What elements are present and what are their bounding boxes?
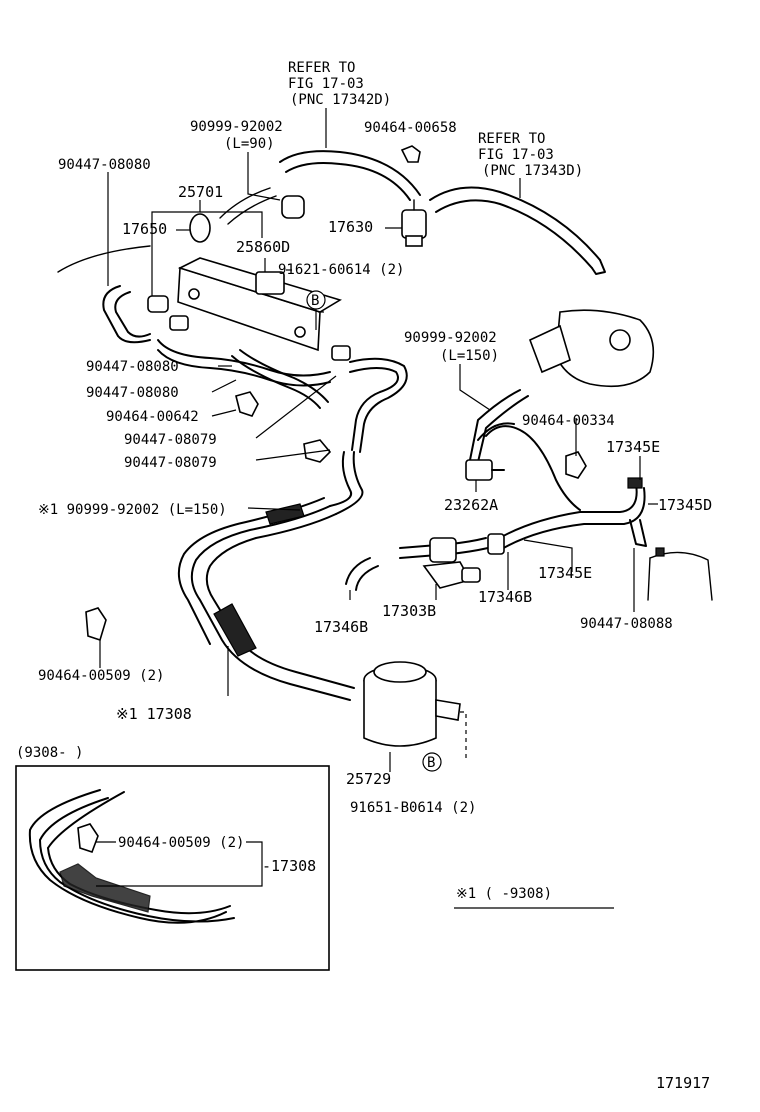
label-90447-08079-a: 90447-08079 (124, 432, 217, 448)
label-90464-00642: 90464-00642 (106, 409, 199, 425)
canister-25729 (363, 661, 467, 760)
left-loop-hoses (102, 285, 408, 453)
label-90447-08080-top: 90447-08080 (58, 157, 151, 173)
upper-hoses (219, 150, 606, 275)
label-17346b-left: 17346B (314, 618, 368, 636)
inset-17308: -17308 (262, 857, 316, 875)
label-l150: (L=150) (440, 348, 499, 364)
inset-range-label: (9308- ) (16, 745, 83, 761)
part-labels: 90999-92002 (L=90) 90464-00658 90447-080… (38, 119, 712, 816)
refer2-line2: FIG 17-03 (478, 147, 554, 163)
body-outline (57, 245, 151, 273)
label-90999-92002-mid: 90999-92002 (404, 330, 497, 346)
hose-17345d (495, 477, 647, 551)
label-90464-00658: 90464-00658 (364, 120, 457, 136)
label-90464-00334: 90464-00334 (522, 413, 615, 429)
circle-b-bottom: B (422, 752, 442, 772)
label-90447-08080-b: 90447-08080 (86, 385, 179, 401)
label-17345d: 17345D (658, 496, 712, 514)
circle-b-text-2: B (427, 755, 435, 771)
label-23262a: 23262A (444, 496, 498, 514)
refer-line1: REFER TO (288, 60, 355, 76)
label-90464-00509-main: 90464-00509 (2) (38, 668, 164, 684)
label-17308-main: ※1 17308 (116, 705, 192, 723)
label-l90: (L=90) (224, 136, 275, 152)
circle-b-text: B (311, 293, 319, 309)
clamp-90447-08088 (647, 547, 713, 601)
footnote-star: ※1 ( -9308) (454, 886, 614, 909)
label-25701: 25701 (178, 183, 223, 201)
circle-b-top: B (306, 290, 326, 330)
mid-vertical-hoses (329, 451, 364, 515)
leader-lines (99, 152, 658, 772)
refer2-line3: (PNC 17343D) (482, 163, 583, 179)
refer-line2: FIG 17-03 (288, 76, 364, 92)
clip-90464-00509 (85, 607, 107, 642)
note-star-text: ※1 ( -9308) (456, 886, 552, 902)
clip-90447-08079 (303, 439, 332, 463)
vsv-23262a (465, 389, 581, 511)
refer-line3: (PNC 17342D) (290, 92, 391, 108)
diagram-number: 171917 (656, 1074, 710, 1092)
label-25860d: 25860D (236, 238, 290, 256)
label-25729: 25729 (346, 770, 391, 788)
vsv-17630 (385, 199, 427, 247)
throttle-body (528, 309, 655, 388)
bracket-assembly (147, 195, 351, 361)
label-star-90999-92002: ※1 90999-92002 (L=150) (38, 502, 227, 518)
label-17346b-right: 17346B (478, 588, 532, 606)
label-90447-08080-a: 90447-08080 (86, 359, 179, 375)
label-17650: 17650 (122, 220, 167, 238)
label-17303b: 17303B (382, 602, 436, 620)
label-90447-08079-b: 90447-08079 (124, 455, 217, 471)
label-17345e-bot: 17345E (538, 564, 592, 582)
refer-label-17343d: REFER TO FIG 17-03 (PNC 17343D) (478, 131, 583, 198)
refer-label-17342d: REFER TO FIG 17-03 (PNC 17342D) (288, 60, 391, 148)
clip-90464-00642 (235, 391, 259, 417)
clip-90464-00658 (400, 145, 421, 163)
label-90447-08088: 90447-08088 (580, 616, 673, 632)
label-17630: 17630 (328, 218, 373, 236)
main-hose-17308 (177, 497, 355, 701)
connector-17303b (345, 533, 505, 591)
label-90999-92002-top: 90999-92002 (190, 119, 283, 135)
inset-9308: (9308- ) 90464-00509 (2) -17308 (15, 745, 330, 971)
inset-90464-00509: 90464-00509 (2) (118, 835, 244, 851)
label-91621-60614: 91621-60614 (2) (278, 262, 404, 278)
label-91651-b0614: 91651-B0614 (2) (350, 800, 476, 816)
refer2-line1: REFER TO (478, 131, 545, 147)
label-17345e-top: 17345E (606, 438, 660, 456)
